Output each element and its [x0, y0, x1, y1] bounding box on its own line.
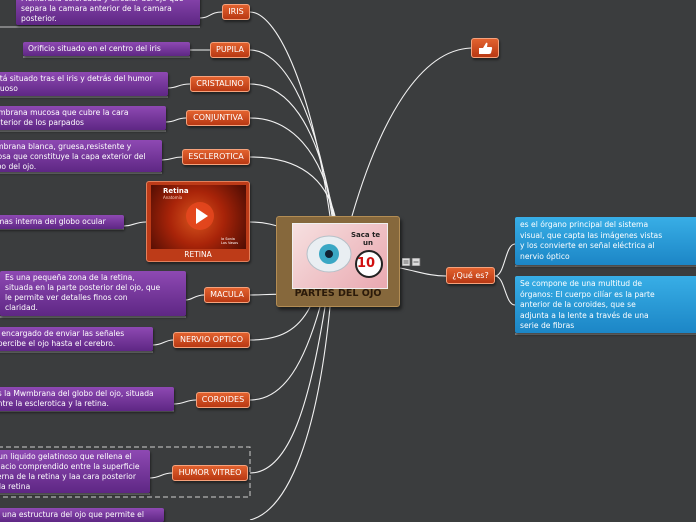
- notes-icon[interactable]: [402, 258, 422, 266]
- node-humor-vitreo[interactable]: HUMOR VITREO: [172, 465, 248, 481]
- node-cristalino[interactable]: CRISTALINO: [190, 76, 250, 92]
- node-que-es[interactable]: ¿Qué es?: [446, 267, 495, 284]
- node-coroides[interactable]: COROIDES: [196, 392, 250, 408]
- video-subtitle: Anatomía: [163, 195, 183, 200]
- desc-pupila[interactable]: Orificio situado en el centro del iris: [23, 42, 190, 56]
- image-text-2: un: [363, 239, 373, 247]
- node-pupila[interactable]: PUPILA: [210, 42, 250, 58]
- desc-iris[interactable]: Membrana coloreada y circular del ojo qu…: [16, 0, 200, 25]
- retina-video-thumbnail[interactable]: Retina Anatomía la Sonia Los Vasos: [151, 185, 246, 249]
- humor-vitreo-group-box: [0, 446, 251, 498]
- play-icon[interactable]: [185, 201, 215, 231]
- desc-macula[interactable]: Es una pequeña zona de la retina, situad…: [0, 271, 186, 316]
- retina-label: RETINA: [184, 250, 212, 259]
- link-center-thumb: [351, 47, 472, 217]
- thumbs-up-node[interactable]: [471, 38, 499, 58]
- desc-nervio-optico[interactable]: Es el encargado de enviar las señales qu…: [0, 327, 153, 351]
- node-conjuntiva[interactable]: CONJUNTIVA: [186, 110, 250, 126]
- link-center-quees: [399, 267, 447, 277]
- central-topic[interactable]: Saca te un 10 PARTES DEL OJO: [276, 216, 400, 307]
- node-nervio-optico[interactable]: NERVIO OPTICO: [173, 332, 250, 348]
- eye-illustration: [306, 235, 383, 278]
- node-retina[interactable]: Retina Anatomía la Sonia Los Vasos RETIN…: [146, 181, 250, 262]
- definition-1[interactable]: es el órgano principal del sistema visua…: [515, 217, 696, 265]
- thumbs-up-icon: [479, 42, 493, 54]
- definition-2[interactable]: Se compone de una multitud de órganos: E…: [515, 276, 696, 333]
- node-iris[interactable]: IRIS: [222, 4, 250, 20]
- desc-conjuntiva[interactable]: Membrana mucosa que cubre la cara poster…: [0, 106, 166, 130]
- desc-cristalino[interactable]: Está situado tras el iris y detrás del h…: [0, 72, 168, 96]
- image-number: 10: [357, 256, 376, 271]
- desc-humor-vitreo[interactable]: Es un liquido gelatinoso que rellena el …: [0, 450, 150, 493]
- desc-esclerotica[interactable]: Membrana blanca, gruesa,resistente y fib…: [0, 140, 162, 172]
- desc-coroides[interactable]: Es la Mwmbrana del globo del ojo, situad…: [0, 387, 174, 411]
- central-topic-title: PARTES DEL OJO: [294, 288, 382, 299]
- video-caption: la Sonia Los Vasos: [221, 237, 239, 245]
- image-text-1: Saca te: [351, 231, 381, 239]
- link-quees-def1: [494, 243, 516, 277]
- node-esclerotica[interactable]: ESCLEROTICA: [182, 149, 250, 165]
- desc-retina[interactable]: Capa mas interna del globo ocular: [0, 215, 124, 229]
- desc-bottom[interactable]: Es una estructura del ojo que permite el: [0, 508, 164, 522]
- video-title: Retina: [163, 187, 189, 195]
- link-quees-def2: [494, 275, 516, 306]
- node-macula[interactable]: MACULA: [204, 287, 250, 303]
- center-image: Saca te un 10: [292, 223, 388, 289]
